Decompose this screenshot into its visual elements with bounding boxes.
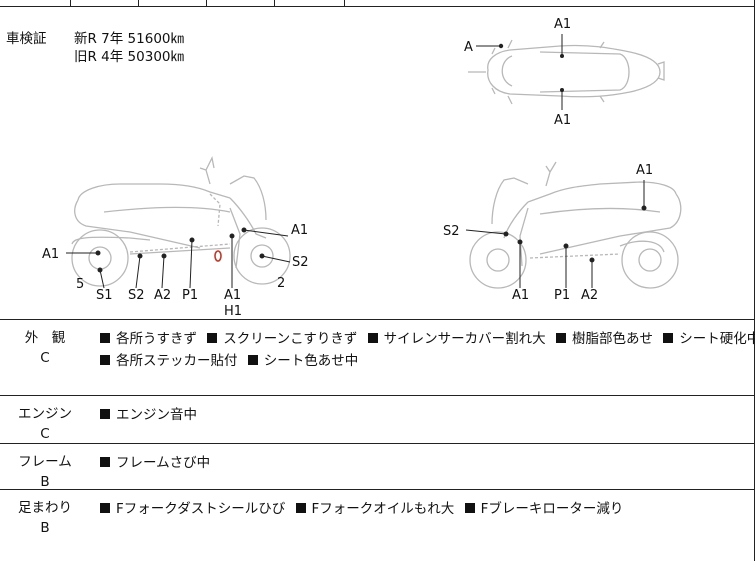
condition-line: エンジン音中 bbox=[100, 404, 203, 426]
category-grade: C bbox=[40, 426, 50, 442]
condition-items: 各所うすきず スクリーンこすりきず サイレンサーカバー割れ大 樹脂部色あせ シー… bbox=[100, 328, 755, 372]
condition-item: Fブレーキローター減り bbox=[480, 501, 624, 517]
category-grade: B bbox=[40, 474, 50, 490]
right-label-s2: S2 bbox=[443, 224, 460, 239]
left-label-a1-front: A1 bbox=[291, 223, 308, 238]
condition-items: フレームさび中 bbox=[100, 452, 216, 474]
bullet-square-icon bbox=[367, 333, 378, 343]
inspection-label: 車検証 bbox=[6, 31, 47, 47]
category-grade: B bbox=[40, 520, 50, 536]
right-view-callouts bbox=[465, 180, 647, 288]
left-view-callouts bbox=[66, 227, 291, 289]
damage-diagram-section: 車検証 新R 7年 51600㎞ 旧R 4年 50300㎞ A A1 bbox=[0, 8, 755, 320]
top-view-scooter bbox=[468, 39, 665, 105]
inspection-old: 旧R 4年 50300㎞ bbox=[74, 49, 184, 65]
left-label-5: 5 bbox=[76, 277, 84, 292]
header-cell-divider bbox=[206, 0, 207, 7]
bullet-square-icon bbox=[555, 333, 566, 343]
condition-item: 樹脂部色あせ bbox=[571, 331, 653, 347]
bullet-square-icon bbox=[100, 333, 110, 343]
left-label-h1: H1 bbox=[224, 304, 242, 319]
right-view-scooter bbox=[469, 161, 682, 289]
scooter-diagram: A A1 A1 bbox=[42, 17, 682, 319]
condition-items: エンジン音中 bbox=[100, 404, 203, 426]
condition-item: フレームさび中 bbox=[116, 455, 211, 471]
left-label-a1-bottom: A1 bbox=[224, 288, 241, 303]
right-label-a1-top: A1 bbox=[636, 163, 653, 178]
condition-line: 各所ステッカー貼付 シート色あせ中 bbox=[100, 350, 755, 372]
right-label-p1: P1 bbox=[554, 288, 570, 303]
top-label-a: A bbox=[464, 40, 473, 55]
header-cell-divider bbox=[70, 0, 71, 7]
bullet-square-icon bbox=[100, 355, 110, 365]
condition-row-suspension: 足まわり B Fフォークダストシールひび Fフォークオイルもれ大 Fブレーキロー… bbox=[0, 490, 755, 561]
left-label-s2-front: S2 bbox=[292, 255, 309, 270]
category-name: 外 観 bbox=[24, 330, 66, 346]
bullet-square-icon bbox=[207, 333, 218, 343]
right-label-a2: A2 bbox=[581, 288, 598, 303]
category-cell: 外 観 C bbox=[10, 328, 80, 368]
left-view-scooter bbox=[71, 156, 291, 287]
category-name: エンジン bbox=[18, 406, 72, 422]
left-label-p1: P1 bbox=[182, 288, 198, 303]
condition-item: シート硬化中 bbox=[679, 331, 755, 347]
condition-item: Fフォークオイルもれ大 bbox=[311, 501, 455, 517]
bullet-square-icon bbox=[100, 409, 110, 419]
left-label-s1: S1 bbox=[96, 288, 113, 303]
category-grade: C bbox=[40, 350, 50, 366]
bullet-square-icon bbox=[663, 333, 674, 343]
top-label-a1-upper: A1 bbox=[554, 17, 571, 32]
right-label-a1-bottom: A1 bbox=[512, 288, 529, 303]
condition-item: エンジン音中 bbox=[116, 407, 197, 423]
category-cell: エンジン C bbox=[10, 404, 80, 444]
bullet-square-icon bbox=[100, 503, 110, 513]
condition-row-engine: エンジン C エンジン音中 bbox=[0, 396, 755, 444]
condition-item: 各所うすきず bbox=[116, 331, 197, 347]
category-cell: フレーム B bbox=[10, 452, 80, 492]
bullet-square-icon bbox=[295, 503, 306, 513]
condition-item: スクリーンこすりきず bbox=[223, 331, 358, 347]
condition-line: フレームさび中 bbox=[100, 452, 216, 474]
bullet-square-icon bbox=[464, 503, 475, 513]
header-cell-divider bbox=[138, 0, 139, 7]
condition-line: Fフォークダストシールひび Fフォークオイルもれ大 Fブレーキローター減り bbox=[100, 498, 629, 520]
left-label-a2: A2 bbox=[154, 288, 171, 303]
category-name: フレーム bbox=[18, 454, 72, 470]
left-label-s2: S2 bbox=[128, 288, 145, 303]
bullet-square-icon bbox=[247, 355, 258, 365]
header-row-cutoff bbox=[0, 0, 755, 7]
condition-item: サイレンサーカバー割れ大 bbox=[383, 331, 546, 347]
category-cell: 足まわり B bbox=[10, 498, 80, 538]
category-name: 足まわり bbox=[18, 500, 72, 516]
damage-marker bbox=[214, 250, 222, 262]
top-label-a1-lower: A1 bbox=[554, 113, 571, 128]
condition-item: 各所ステッカー貼付 bbox=[116, 353, 238, 369]
header-cell-divider bbox=[274, 0, 275, 7]
condition-row-exterior: 外 観 C 各所うすきず スクリーンこすりきず サイレンサーカバー割れ大 樹脂部… bbox=[0, 320, 755, 396]
left-label-2: 2 bbox=[277, 276, 285, 291]
condition-item: シート色あせ中 bbox=[263, 353, 359, 369]
condition-items: Fフォークダストシールひび Fフォークオイルもれ大 Fブレーキローター減り bbox=[100, 498, 629, 520]
header-cell-divider bbox=[344, 0, 345, 7]
inspection-new: 新R 7年 51600㎞ bbox=[74, 31, 184, 47]
condition-item: Fフォークダストシールひび bbox=[116, 501, 286, 517]
condition-row-frame: フレーム B フレームさび中 bbox=[0, 444, 755, 490]
bullet-square-icon bbox=[100, 457, 110, 467]
left-label-a1-rear: A1 bbox=[42, 247, 59, 262]
condition-line: 各所うすきず スクリーンこすりきず サイレンサーカバー割れ大 樹脂部色あせ シー… bbox=[100, 328, 755, 350]
